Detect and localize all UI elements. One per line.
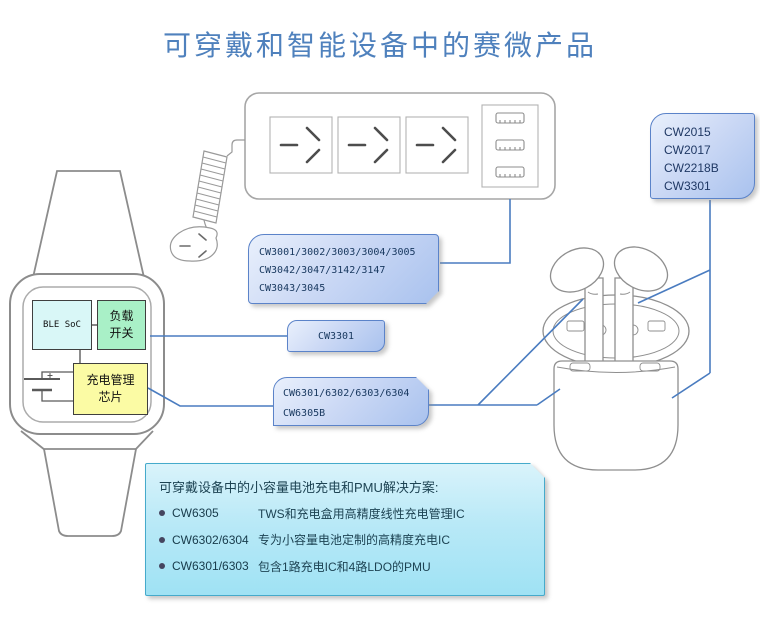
solution-item: CW6305 TWS和充电盒用高精度线性充电管理IC xyxy=(159,504,534,522)
charge-chip-label: 芯片 xyxy=(98,390,123,404)
solution-summary-box: 可穿戴设备中的小容量电池充电和PMU解决方案: CW6305 TWS和充电盒用高… xyxy=(145,463,545,596)
load-switch-label: 开关 xyxy=(109,326,134,340)
bullet-dot-icon xyxy=(159,537,165,543)
socket-slots-icon xyxy=(279,126,457,164)
smartwatch-icon xyxy=(9,170,165,537)
watch-ble-soc-block: BLE SoC xyxy=(32,300,92,350)
part-number-line: CW6305B xyxy=(283,408,326,419)
solution-part: CW6301/6303 xyxy=(172,559,249,573)
solution-desc: TWS和充电盒用高精度线性充电管理IC xyxy=(258,506,465,521)
solution-desc: 专为小容量电池定制的高精度充电IC xyxy=(258,533,451,547)
solution-part: CW6302/6304 xyxy=(172,532,249,547)
load-switch-label: 负载 xyxy=(109,309,134,323)
page-title: 可穿戴和智能设备中的赛微产品 xyxy=(162,31,597,62)
solution-item: CW6301/6303 包含1路充电IC和4路LDO的PMU xyxy=(159,557,534,575)
battery-symbol-icon xyxy=(24,371,73,402)
part-number-line: CW3001/3002/3003/3004/3005 xyxy=(259,247,416,258)
left-earbud-head xyxy=(549,247,605,293)
usb-ports-icon xyxy=(495,112,525,178)
connector-cw2000-earbuds xyxy=(637,200,711,399)
charging-case-body xyxy=(553,360,679,471)
part-number-line: CW3301 xyxy=(317,330,355,342)
connector-lines xyxy=(147,199,711,407)
callout-cw3000-series: CW3001/3002/3003/3004/3005 CW3042/3047/3… xyxy=(248,234,439,304)
solution-heading: 可穿戴设备中的小容量电池充电和PMU解决方案: xyxy=(159,480,439,495)
solution-part: CW6305 xyxy=(172,506,219,520)
power-strip-icon xyxy=(244,92,556,200)
callout-cw2000-series: CW2015 CW2017 CW2218B CW3301 xyxy=(650,113,755,199)
part-number-line: CW3301 xyxy=(664,179,711,193)
connector-cw6300-earbuds xyxy=(429,298,584,406)
callout-cw6300-series: CW6301/6302/6303/6304 CW6305B xyxy=(273,377,429,426)
watch-band-bottom xyxy=(42,448,138,537)
part-number-line: CW6301/6302/6303/6304 xyxy=(283,388,410,399)
part-number-line: CW2017 xyxy=(664,143,711,157)
connector-cw3000-usb xyxy=(440,199,511,264)
watch-charge-chip-block: 充电管理 芯片 xyxy=(73,363,148,415)
part-number-line: CW3043/3045 xyxy=(259,283,326,294)
solution-desc: 包含1路充电IC和4路LDO的PMU xyxy=(258,559,431,574)
tws-earbuds-with-charging-case-icon xyxy=(542,246,690,471)
connector-chargechip-cw6300 xyxy=(147,387,273,407)
solution-item: CW6302/6304 专为小容量电池定制的高精度充电IC xyxy=(159,531,534,549)
watch-band-top xyxy=(30,170,147,283)
part-number-line: CW2218B xyxy=(664,161,719,175)
right-earbud-head xyxy=(613,246,669,292)
callout-cw3301: CW3301 xyxy=(287,320,385,352)
watch-load-switch-block: 负载 开关 xyxy=(97,300,146,350)
part-number-line: CW2015 xyxy=(664,125,711,139)
ble-soc-label: BLE SoC xyxy=(43,319,81,330)
bullet-dot-icon xyxy=(159,563,165,569)
coiled-cord-icon xyxy=(192,139,245,238)
bullet-dot-icon xyxy=(159,510,165,516)
part-number-line: CW3042/3047/3142/3147 xyxy=(259,265,386,276)
power-plug-icon xyxy=(169,226,218,262)
charge-chip-label: 充电管理 xyxy=(86,373,135,387)
